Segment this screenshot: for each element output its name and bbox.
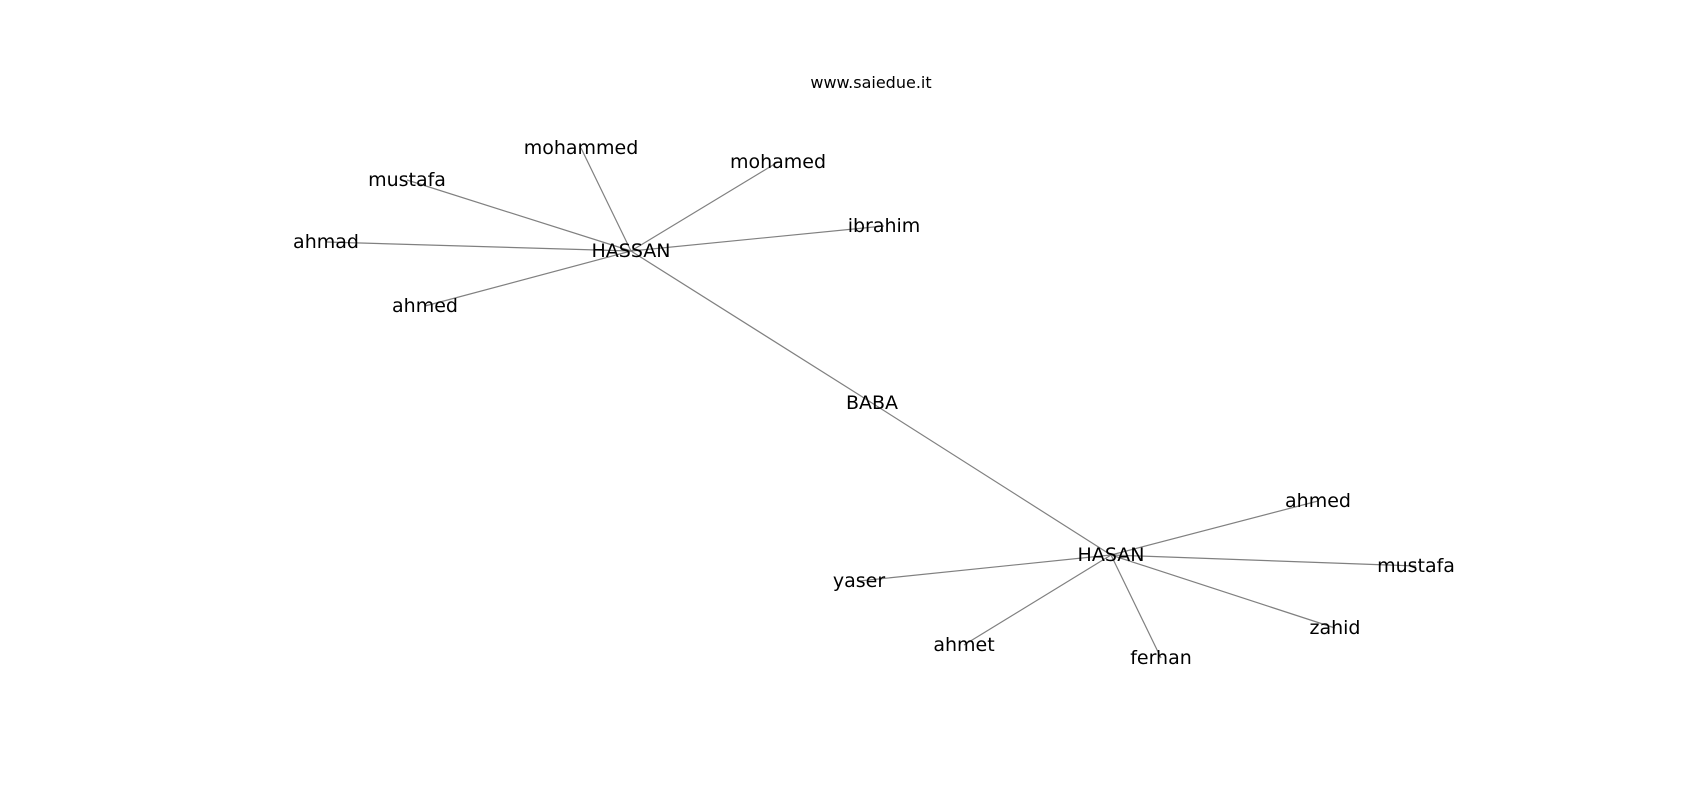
node-label-hasan-ferhan: ferhan — [1130, 647, 1192, 669]
node-label-hassan-ibrahim: ibrahim — [848, 215, 921, 237]
edge-hassan-hassan_ahmed — [424, 250, 632, 307]
edge-hasan-hasan_mustafa — [1110, 554, 1417, 567]
node-label-hassan: HASSAN — [592, 240, 671, 262]
edge-hassan-hassan_mohammed — [580, 147, 632, 252]
edge-hassan-hassan_ibrahim — [630, 225, 885, 252]
node-label-hasan-mustafa: mustafa — [1377, 555, 1455, 577]
edge-baba-hassan — [630, 250, 873, 404]
edge-hassan-hassan_mohamed — [630, 161, 779, 252]
node-label-hassan-mustafa: mustafa — [368, 169, 446, 191]
edge-hasan-hasan_yaser — [858, 554, 1112, 582]
node-label-hassan-ahmad: ahmad — [293, 231, 359, 253]
edge-hasan-hasan_zahid — [1110, 554, 1336, 629]
node-label-hassan-mohammed: mohammed — [524, 137, 639, 159]
watermark-caption: www.saiedue.it — [810, 73, 931, 92]
edge-hassan-hassan_ahmad — [325, 241, 632, 252]
edge-hasan-hasan_ferhan — [1110, 554, 1162, 659]
edge-hasan-hasan_ahmed — [1110, 500, 1319, 556]
node-label-hassan-ahmed: ahmed — [392, 295, 458, 317]
edge-hasan-hasan_ahmet — [963, 554, 1112, 646]
node-label-hasan-ahmet: ahmet — [933, 634, 994, 656]
node-label-hasan-zahid: zahid — [1310, 617, 1361, 639]
edge-baba-hasan — [871, 402, 1112, 556]
node-label-hasan-ahmed: ahmed — [1285, 490, 1351, 512]
node-layer: BABA HASSAN HASAN mohammed mohamed mustafa ahm… — [293, 137, 1455, 669]
node-label-hasan-yaser: yaser — [833, 570, 885, 592]
node-label-hassan-mohamed: mohamed — [730, 151, 826, 173]
node-label-baba: BABA — [846, 392, 898, 414]
node-label-hasan: HASAN — [1078, 544, 1145, 566]
edge-layer — [325, 147, 1417, 659]
edge-hassan-hassan_mustafa — [406, 179, 632, 252]
